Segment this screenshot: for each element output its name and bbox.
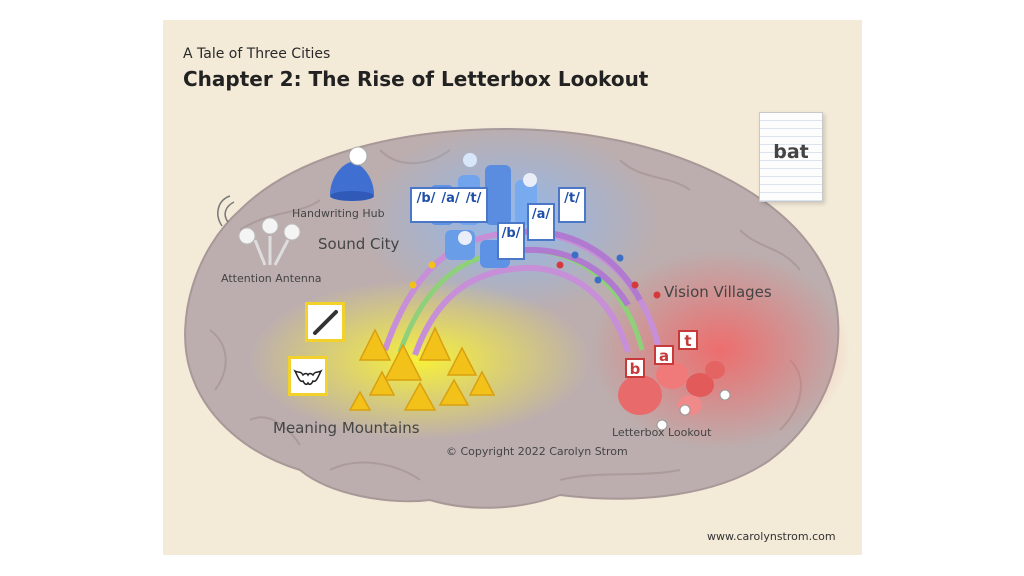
handwriting-hub-label: Handwriting Hub — [292, 207, 385, 220]
phoneme-a-label: /a/ — [531, 207, 551, 222]
chapter-title: Chapter 2: The Rise of Letterbox Lookout — [183, 67, 649, 91]
meaning-mountain-peaks — [348, 326, 496, 411]
phoneme-group-box: /b/ /a/ /t/ — [410, 187, 488, 223]
letter-b-tile: b — [625, 358, 645, 378]
baseball-bat-icon — [313, 310, 338, 335]
phoneme-b: /b/ — [416, 191, 436, 206]
handwriting-hub-building — [330, 146, 374, 201]
notepaper-word: bat — [773, 141, 809, 163]
phoneme-b-box: /b/ — [497, 222, 525, 260]
vision-villages-label: Vision Villages — [664, 283, 772, 301]
attention-antenna — [217, 195, 301, 266]
vision-village-domes — [618, 361, 731, 431]
bat-animal-icon — [293, 369, 323, 386]
attention-antenna-label: Attention Antenna — [221, 272, 322, 285]
letter-a-tile: a — [654, 345, 674, 365]
website-link[interactable]: www.carolynstrom.com — [707, 530, 836, 543]
meaning-mountains-label: Meaning Mountains — [273, 419, 420, 437]
sound-city-label: Sound City — [318, 235, 400, 253]
phoneme-t: /t/ — [465, 191, 482, 206]
story-subtitle: A Tale of Three Cities — [183, 46, 331, 62]
phoneme-t-box: /t/ — [558, 187, 586, 223]
bat-bat-image-box — [305, 302, 345, 342]
pathway-dots — [409, 251, 661, 299]
letterbox-lookout-label: Letterbox Lookout — [612, 426, 712, 439]
phoneme-t-label: /t/ — [564, 191, 580, 206]
bat-animal-image-box — [288, 356, 328, 396]
notepaper-card: bat — [759, 112, 823, 202]
phoneme-a-box: /a/ — [527, 203, 555, 241]
copyright-notice: © Copyright 2022 Carolyn Strom — [446, 445, 628, 458]
phoneme-b-label: /b/ — [501, 226, 521, 241]
letter-t-tile: t — [678, 330, 698, 350]
phoneme-a: /a/ — [441, 191, 460, 206]
